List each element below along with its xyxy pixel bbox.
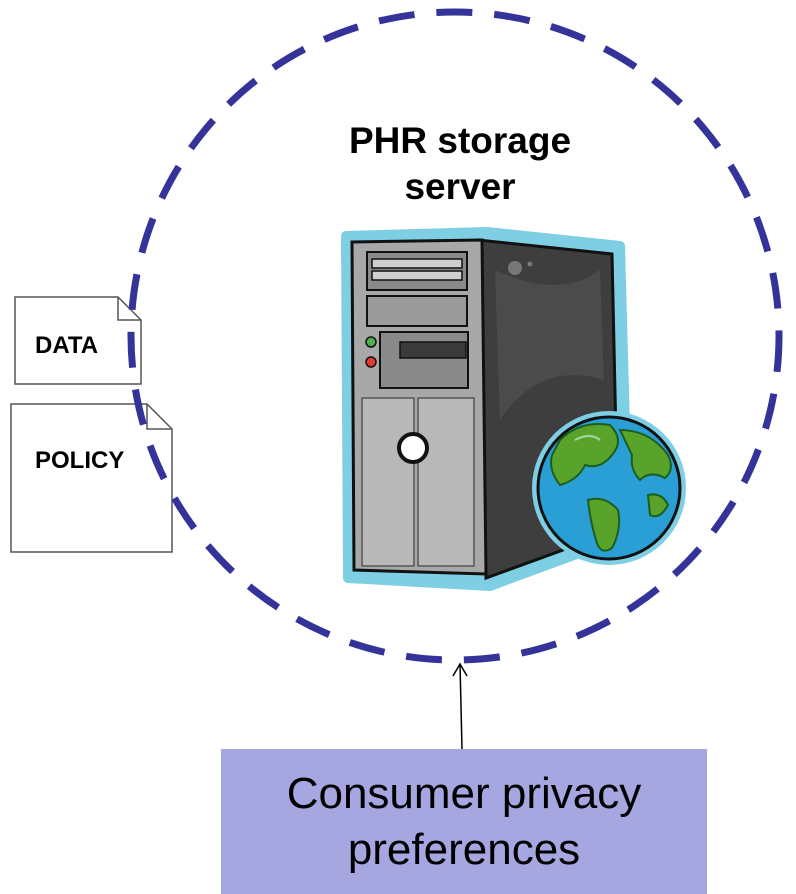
server-boundary-circle: [127, 8, 783, 664]
server-title: PHR storage server: [300, 118, 620, 210]
server-title-line2: server: [404, 166, 516, 207]
preferences-line1: Consumer privacy: [286, 768, 642, 818]
globe-icon: [532, 411, 686, 565]
preferences-line2: preferences: [347, 824, 581, 874]
arrow-to-server: [452, 662, 468, 750]
data-document-label: DATA: [35, 332, 99, 359]
server-title-line1: PHR storage: [348, 120, 572, 161]
consumer-privacy-preferences-box: Consumer privacy preferences: [221, 749, 707, 894]
policy-document-label: POLICY: [35, 447, 125, 474]
policy-document-icon: [10, 403, 173, 553]
data-document-icon: [14, 296, 142, 385]
